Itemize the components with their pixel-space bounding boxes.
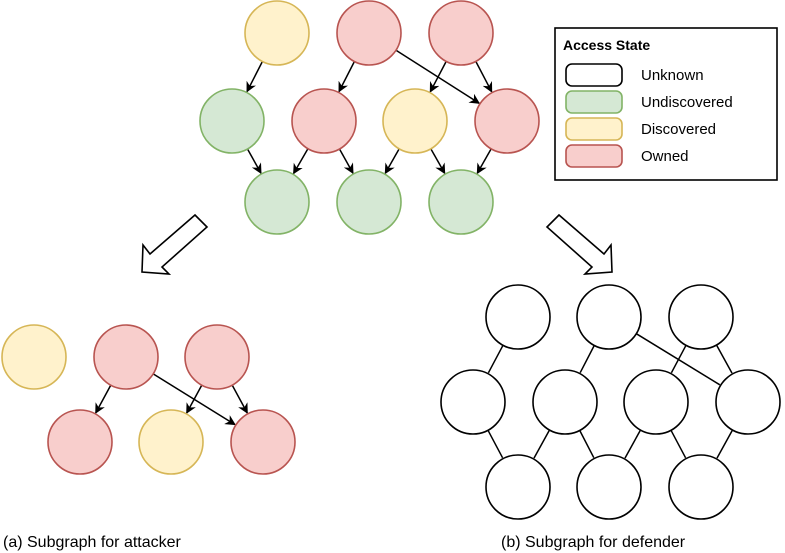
edge-b2-c2 xyxy=(579,430,595,459)
edge-a2-b2 xyxy=(579,345,595,374)
node-a2-unknown xyxy=(576,284,642,350)
edge-a3-b4 xyxy=(715,344,733,374)
split-arrow-left-icon xyxy=(141,213,209,275)
legend-swatch-unknown xyxy=(565,63,623,87)
edge-b4-c3 xyxy=(716,429,734,459)
node-b4-unknown xyxy=(715,369,781,435)
node-a1-discovered xyxy=(1,324,67,390)
edge-b3-c2 xyxy=(624,429,642,459)
node-b3-unknown xyxy=(623,369,689,435)
node-c3-undiscovered xyxy=(428,169,494,235)
legend-swatch-discovered xyxy=(565,117,623,141)
node-b1-unknown xyxy=(440,369,506,435)
node-a3-unknown xyxy=(668,284,734,350)
node-b3-discovered xyxy=(138,409,204,475)
edge-a3-b4 xyxy=(475,61,493,93)
defender-subgraph xyxy=(440,284,781,520)
legend-label-undiscovered: Undiscovered xyxy=(641,94,733,111)
edge-b3-c3 xyxy=(430,148,446,175)
node-c2-unknown xyxy=(576,454,642,520)
edge-b2-c1 xyxy=(292,148,309,175)
node-c3-unknown xyxy=(668,454,734,520)
attacker-subgraph xyxy=(1,324,296,475)
node-a3-owned xyxy=(428,0,494,66)
edge-a3-b3 xyxy=(186,384,203,414)
edge-a3-b4 xyxy=(231,384,248,414)
legend-swatch-owned xyxy=(565,144,623,168)
node-c1-undiscovered xyxy=(244,169,310,235)
node-a2-owned xyxy=(336,0,402,66)
edge-b3-c2 xyxy=(384,148,400,175)
edge-a3-b3 xyxy=(670,344,687,374)
node-a3-owned xyxy=(184,324,250,390)
node-b2-owned xyxy=(291,88,357,154)
legend-label-unknown: Unknown xyxy=(641,67,704,84)
node-b4-owned xyxy=(474,88,540,154)
edge-a2-b2 xyxy=(338,61,356,93)
edge-a1-b1 xyxy=(246,61,264,93)
full-network-graph xyxy=(199,0,540,235)
edge-a3-b3 xyxy=(429,61,447,93)
node-c1-unknown xyxy=(485,454,551,520)
edge-b2-c1 xyxy=(533,429,551,459)
caption-defender: (b) Subgraph for defender xyxy=(501,534,686,551)
edge-a1-b1 xyxy=(487,344,504,374)
edge-b4-c3 xyxy=(476,148,492,175)
node-b3-discovered xyxy=(382,88,448,154)
edge-b1-c1 xyxy=(246,148,262,175)
split-arrow-right-icon xyxy=(545,213,613,275)
edge-b1-c1 xyxy=(487,429,504,459)
legend-label-discovered: Discovered xyxy=(641,121,716,138)
edge-a2-b2 xyxy=(95,384,112,414)
edge-b2-c2 xyxy=(338,148,354,175)
legend-title: Access State xyxy=(563,37,650,53)
node-b2-owned xyxy=(47,409,113,475)
node-b1-undiscovered xyxy=(199,88,265,154)
node-a1-unknown xyxy=(485,284,551,350)
edge-b3-c3 xyxy=(670,429,687,459)
legend: Access State UnknownUndiscoveredDiscover… xyxy=(554,27,778,181)
legend-label-owned: Owned xyxy=(641,148,689,165)
node-b4-owned xyxy=(230,409,296,475)
node-a1-discovered xyxy=(244,0,310,66)
node-a2-owned xyxy=(93,324,159,390)
node-b2-unknown xyxy=(532,369,598,435)
node-c2-undiscovered xyxy=(336,169,402,235)
caption-attacker: (a) Subgraph for attacker xyxy=(3,534,182,551)
legend-swatch-undiscovered xyxy=(565,90,623,114)
